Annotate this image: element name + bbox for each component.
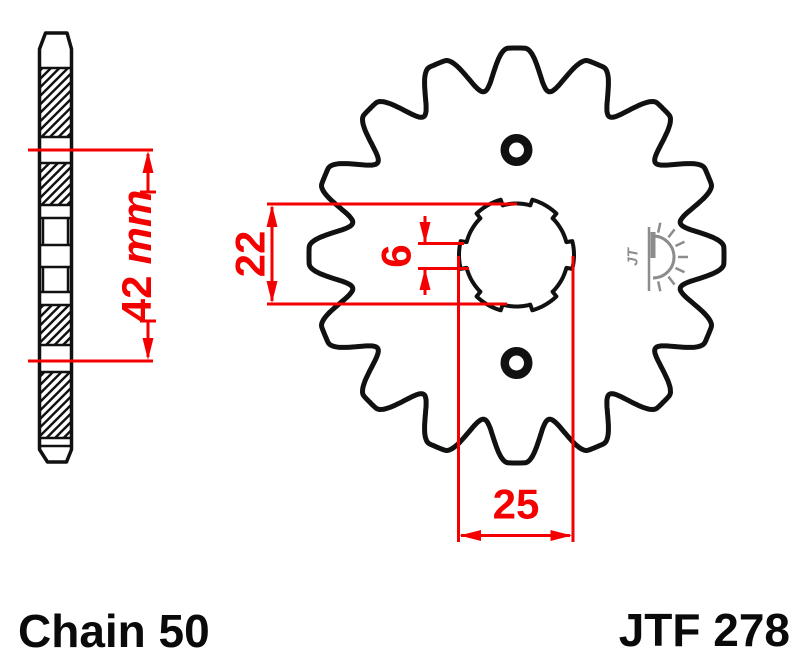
arrowhead-down	[142, 338, 154, 360]
arrowhead-right	[550, 530, 572, 541]
dimension-22-label: 22	[227, 231, 274, 278]
dimension-22: 22	[227, 202, 517, 306]
lightening-hole-top	[500, 134, 533, 166]
sprocket-side-view	[37, 31, 74, 464]
chain-size-label: Chain 50	[18, 605, 210, 657]
logo-jt-text: JT	[625, 246, 642, 265]
arrowhead-down	[266, 281, 278, 303]
arrowhead-up	[142, 151, 154, 173]
side-view-bore-lines	[41, 218, 70, 292]
arrowhead-down	[419, 222, 431, 244]
spline-bore	[457, 197, 576, 313]
dimension-6: 6	[373, 216, 469, 295]
dimension-25: 25	[457, 256, 575, 542]
half-sprocket-icon	[652, 234, 676, 280]
dimension-25-label: 25	[493, 481, 540, 528]
part-number-label: JTF 278	[619, 604, 790, 656]
logo-thick-bar	[650, 232, 656, 258]
dimension-6-label: 6	[373, 244, 420, 267]
side-view-outline	[37, 31, 74, 464]
jt-sprockets-logo: JT	[625, 222, 688, 292]
half-sprocket-rays	[656, 222, 688, 292]
arrowhead-up	[266, 205, 278, 227]
arrowhead-up	[419, 268, 431, 290]
sprocket-front-view: JT	[306, 45, 727, 466]
arrowhead-left	[459, 530, 481, 541]
lightening-hole-bottom	[500, 347, 533, 379]
side-view-section-lines	[39, 66, 72, 448]
dimension-42mm-label: 42mm	[113, 190, 160, 322]
hatch-sections	[39, 68, 72, 438]
dimension-42mm: 42mm	[28, 148, 160, 363]
